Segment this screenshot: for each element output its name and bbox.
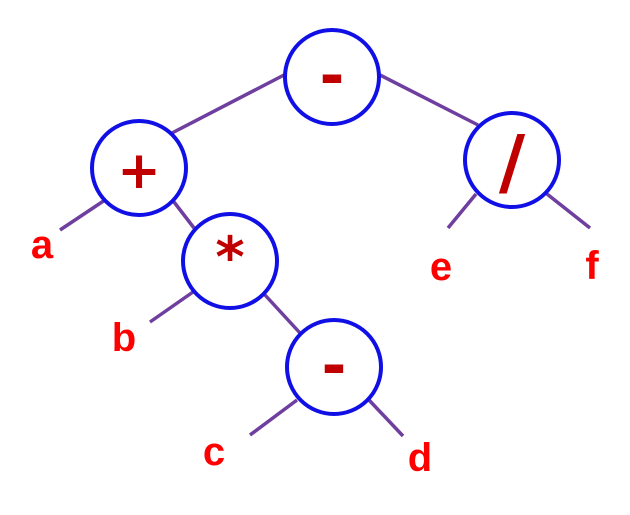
leaf-c: c — [203, 430, 225, 474]
leaf-e: e — [430, 245, 452, 289]
leaf-d: d — [408, 436, 432, 480]
node-mul: * — [181, 212, 279, 310]
edge-left-a — [59, 198, 106, 232]
node-right-label: / — [499, 120, 526, 204]
edge-right-f — [545, 192, 592, 230]
edge-left-mul — [172, 200, 196, 230]
node-left-label: + — [117, 141, 161, 201]
leaf-f: f — [585, 244, 599, 288]
edge-sub-c — [248, 398, 299, 437]
node-sub: - — [285, 318, 383, 416]
node-left: + — [90, 119, 188, 217]
node-root: - — [283, 28, 381, 126]
node-sub-label: - — [322, 331, 347, 401]
node-root-label: - — [320, 41, 345, 111]
node-mul-label: * — [215, 226, 244, 291]
edge-right-e — [446, 192, 478, 230]
leaf-b: b — [112, 316, 136, 360]
edge-sub-d — [367, 398, 405, 438]
edge-root-right — [379, 73, 479, 127]
node-right: / — [463, 111, 561, 209]
edge-mul-b — [148, 290, 195, 324]
edge-mul-sub — [263, 293, 302, 335]
edge-root-left — [171, 73, 285, 135]
leaf-a: a — [31, 223, 54, 267]
